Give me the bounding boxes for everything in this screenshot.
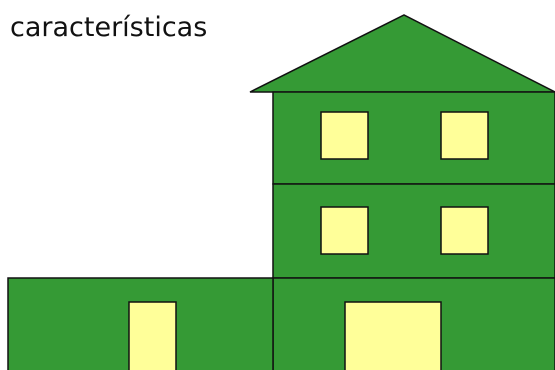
window-middle-right — [440, 206, 489, 255]
slide-caption: características — [10, 12, 208, 43]
window-middle-left — [320, 206, 369, 255]
main-door — [344, 301, 442, 370]
tower-floor-top — [272, 91, 555, 185]
annex-door — [128, 301, 177, 370]
tower-floor-middle — [272, 183, 555, 279]
window-top-right — [440, 111, 489, 160]
roof — [249, 14, 555, 93]
window-top-left — [320, 111, 369, 160]
